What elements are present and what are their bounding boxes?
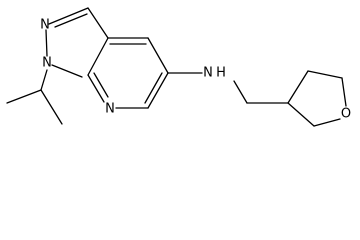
- bond-thf-c3-c4: [287, 70, 309, 104]
- bond-n1-ch: [40, 69, 48, 91]
- atom-o: O: [341, 107, 351, 122]
- bond-c3-n2: [48, 7, 89, 25]
- bond-c3-n2-double: [54, 13, 88, 28]
- atom-labels: N N N N H O: [40, 18, 351, 122]
- bond-n1-c7a: [51, 64, 83, 78]
- bond-thf-o-c2: [313, 118, 341, 127]
- bond-c4-c5: [147, 37, 169, 74]
- atom-nh-h: H: [216, 66, 226, 81]
- bond-ch-me1: [6, 89, 42, 104]
- bond-n7-c7a: [87, 74, 105, 103]
- bond-c3a-c3: [87, 7, 109, 39]
- bond-c5-c6-double: [144, 72, 163, 104]
- bond-thf-c2-c3: [287, 102, 315, 127]
- bonds: [6, 7, 347, 127]
- bond-n2-n1: [45, 29, 48, 57]
- bond-thf-c5-o: [341, 77, 347, 107]
- bond-c7a-c3a: [87, 37, 109, 76]
- bond-nh-ch2: [233, 80, 248, 104]
- bond-c5-c6: [147, 72, 169, 109]
- atom-n1: N: [42, 56, 52, 71]
- bond-ch-me2: [40, 89, 63, 125]
- atom-n2: N: [40, 18, 50, 33]
- chemical-structure: N N N N H O: [6, 7, 351, 127]
- atom-nh-n: N: [203, 66, 213, 81]
- bond-thf-c4-c5: [307, 70, 343, 79]
- atom-n7: N: [105, 102, 115, 117]
- bond-n7-c7a-double: [93, 72, 109, 98]
